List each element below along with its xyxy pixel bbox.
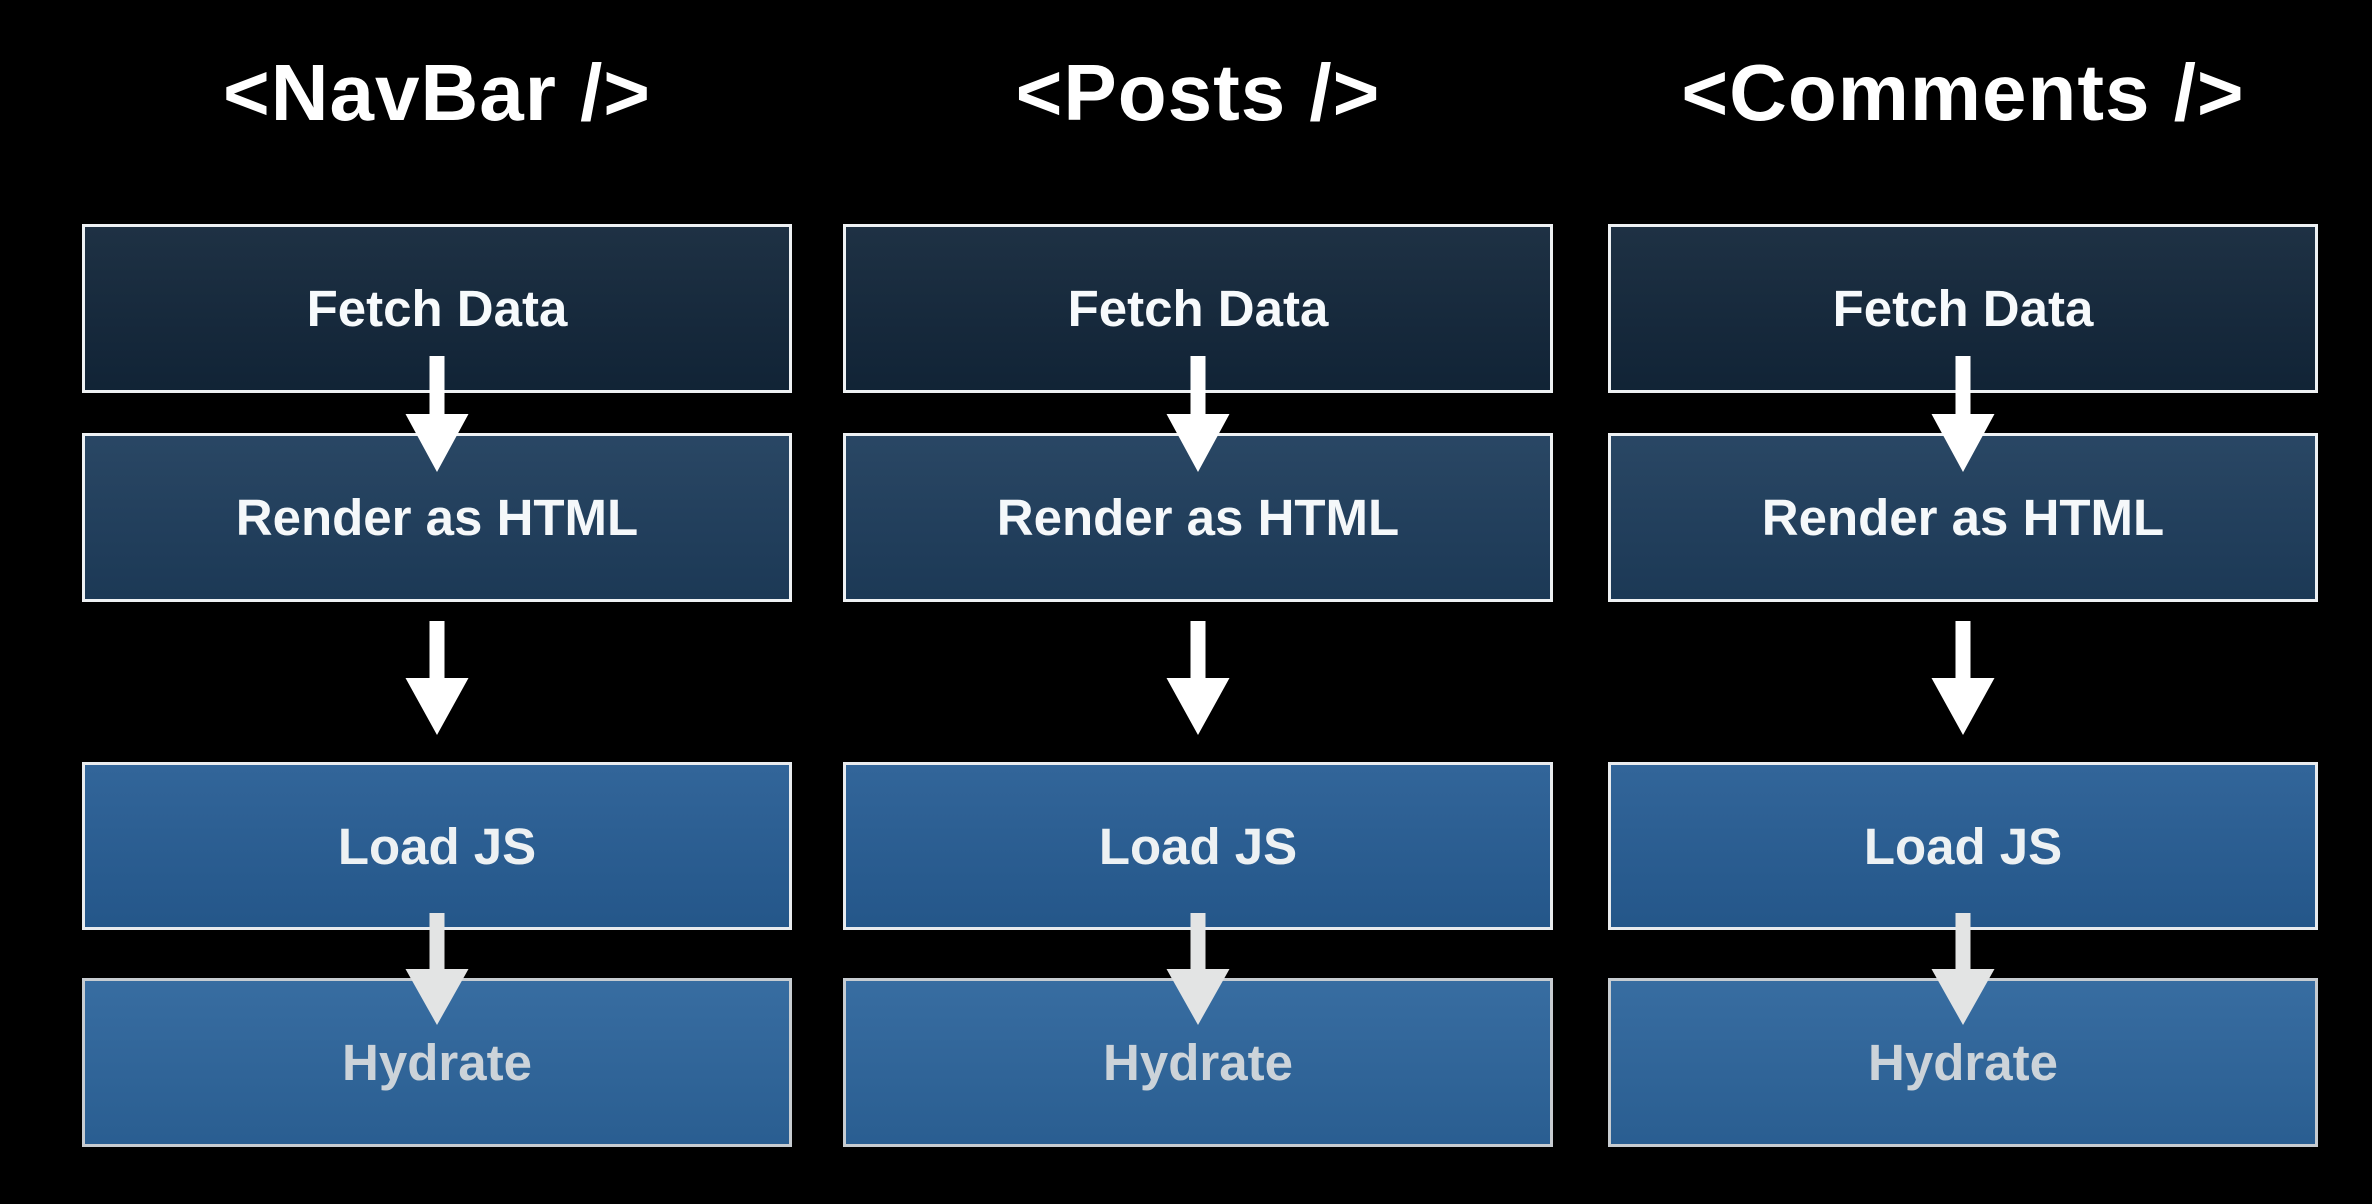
column-title: <Posts />: [1015, 48, 1381, 137]
step-box-load-js: Load JS: [843, 762, 1553, 930]
step-label: Hydrate: [342, 1034, 532, 1091]
arrow-down-icon: [405, 621, 469, 735]
step-box-fetch-data: Fetch Data: [82, 224, 792, 393]
step-label: Render as HTML: [235, 489, 639, 546]
arrow-down-icon: [405, 913, 469, 1025]
step-label: Load JS: [337, 817, 537, 875]
step-label: Fetch Data: [1067, 280, 1329, 337]
step-label: Load JS: [1098, 817, 1298, 875]
arrow-down-icon: [405, 356, 469, 472]
arrow-down-icon: [1166, 356, 1230, 472]
step-box-load-js: Load JS: [1608, 762, 2318, 930]
step-label: Hydrate: [1103, 1034, 1293, 1091]
step-label: Fetch Data: [1832, 280, 2094, 337]
step-box-hydrate: Hydrate: [843, 978, 1553, 1147]
step-label: Fetch Data: [306, 280, 568, 337]
step-box-render-as-html: Render as HTML: [1608, 433, 2318, 602]
arrow-down-icon: [1931, 621, 1995, 735]
step-label: Render as HTML: [1761, 489, 2165, 546]
step-label: Render as HTML: [996, 489, 1400, 546]
column-comments: <Comments /> Fetch Data Render as HTML L…: [1608, 0, 2318, 1204]
column-posts: <Posts /> Fetch Data Render as HTML Load…: [843, 0, 1553, 1204]
column-title: <Comments />: [1681, 48, 2245, 137]
step-label: Load JS: [1863, 817, 2063, 875]
step-box-render-as-html: Render as HTML: [82, 433, 792, 602]
arrow-down-icon: [1166, 913, 1230, 1025]
arrow-down-icon: [1931, 356, 1995, 472]
step-box-render-as-html: Render as HTML: [843, 433, 1553, 602]
step-label: Hydrate: [1868, 1034, 2058, 1091]
arrow-down-icon: [1166, 621, 1230, 735]
column-title: <NavBar />: [222, 48, 652, 137]
arrow-down-icon: [1931, 913, 1995, 1025]
step-box-load-js: Load JS: [82, 762, 792, 930]
column-navbar: <NavBar /> Fetch Data Render as HTML Loa…: [82, 0, 792, 1204]
